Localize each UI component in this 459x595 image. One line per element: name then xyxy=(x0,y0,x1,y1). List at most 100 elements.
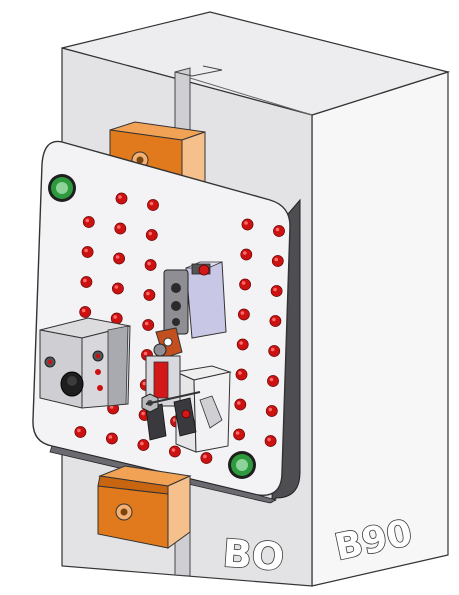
v-block-hole-low-icon xyxy=(97,385,103,391)
plate-hole-icon xyxy=(143,289,156,301)
green-pin-top-left-icon xyxy=(48,174,76,202)
v-block-hole-right-icon xyxy=(95,353,101,359)
plate-hole-highlight xyxy=(275,227,280,232)
plate-hole-icon xyxy=(241,218,254,231)
clamp-slider-window xyxy=(153,361,169,399)
plate-hole-icon xyxy=(237,308,250,321)
plate-hole-icon xyxy=(82,216,95,228)
plate-hole-highlight xyxy=(267,437,271,442)
upper-bracket-assembly xyxy=(163,261,227,339)
plate-hole-icon xyxy=(137,439,150,451)
plate-hole-icon xyxy=(112,282,124,295)
plate-hole-icon xyxy=(79,306,92,318)
plate-hole-highlight xyxy=(108,435,113,439)
plate-hole-highlight xyxy=(149,201,154,206)
v-block-assembly xyxy=(39,317,131,409)
plate-hole-highlight xyxy=(272,317,276,322)
plate-hole-icon xyxy=(239,278,251,291)
plate-hole-icon xyxy=(80,276,93,288)
plate-hole-icon xyxy=(270,285,283,297)
green-pin-bottom-right-icon xyxy=(228,451,256,479)
plate-hole-icon xyxy=(106,432,118,445)
plate-hole-icon xyxy=(265,405,278,417)
plate-hole-highlight xyxy=(269,377,274,382)
plate-hole-icon xyxy=(74,426,87,438)
bracket-screw-bottom-icon xyxy=(171,301,181,311)
plate-hole-highlight xyxy=(273,287,277,292)
plate-hole-highlight xyxy=(274,257,279,262)
plate-hole-highlight xyxy=(77,428,81,433)
base-block-slot-top xyxy=(174,65,223,77)
swing-clamp-assembly xyxy=(141,327,232,453)
plate-hole-icon xyxy=(264,435,277,447)
plate-hole-highlight xyxy=(144,321,149,326)
plate-hole-highlight xyxy=(141,411,145,416)
plate-hole-icon xyxy=(113,252,125,265)
bracket-screw-low-icon xyxy=(172,318,180,326)
plate-hole-highlight xyxy=(239,341,243,345)
plate-hole-icon xyxy=(271,255,284,267)
plate-hole-highlight xyxy=(203,454,207,459)
plate-hole-highlight xyxy=(140,441,144,446)
plate-hole-highlight xyxy=(270,347,275,352)
plate-hole-icon xyxy=(267,375,279,387)
plate-hole-icon xyxy=(236,338,249,351)
plate-hole-highlight xyxy=(244,221,248,225)
plate-hole-icon xyxy=(269,315,282,327)
plate-hole-icon xyxy=(81,246,94,258)
bottom-clamp-side-face xyxy=(167,475,191,549)
plate-hole-icon xyxy=(273,225,285,237)
clamp-pivot-icon xyxy=(163,337,173,347)
plate-hole-highlight xyxy=(114,285,119,289)
plate-hole-highlight xyxy=(84,248,88,253)
plate-hole-icon xyxy=(268,345,281,357)
plate-hole-highlight xyxy=(235,431,240,435)
front-engraving: BO xyxy=(221,531,285,579)
plate-hole-icon xyxy=(168,445,181,458)
hole-grid xyxy=(74,192,285,464)
locating-pin-tip-icon xyxy=(67,376,77,386)
plate-hole-icon xyxy=(144,259,157,271)
v-block-front-face xyxy=(39,329,83,409)
base-block-side-face xyxy=(311,71,449,587)
bottom-clamp-bolt-socket-icon xyxy=(120,508,128,516)
plate-hole-icon xyxy=(235,368,248,381)
plate-hole-highlight xyxy=(117,225,121,229)
v-block-hole-mid-icon xyxy=(95,369,101,375)
plate-hole-highlight xyxy=(241,281,246,285)
bottom-clamp xyxy=(97,465,192,549)
plate-hole-highlight xyxy=(146,291,150,296)
plate-hole-highlight xyxy=(238,371,242,375)
plate-hole-icon xyxy=(114,222,127,235)
plate-hole-highlight xyxy=(171,448,176,452)
plate-hole-highlight xyxy=(118,195,122,199)
plate-hole-highlight xyxy=(148,231,153,236)
plate-hole-highlight xyxy=(237,401,241,405)
plate-hole-highlight xyxy=(268,407,273,412)
plate-hole-highlight xyxy=(113,315,117,319)
plate-hole-highlight xyxy=(83,278,87,283)
clamp-top-knob-icon xyxy=(153,343,167,357)
plate-hole-highlight xyxy=(143,351,148,356)
v-block-side-face xyxy=(107,325,129,407)
plate-hole-highlight xyxy=(243,251,247,255)
v-block-hole-left-icon xyxy=(47,359,53,365)
plate-hole-highlight xyxy=(147,261,151,266)
plate-hole-icon xyxy=(240,248,253,261)
clamp-notch xyxy=(199,395,223,429)
plate-hole-highlight xyxy=(81,308,86,313)
clamp-jaw-screw-icon xyxy=(181,409,191,419)
plate-hole-icon xyxy=(233,428,245,441)
plate-hole-highlight xyxy=(142,381,147,386)
plate-hole-icon xyxy=(142,319,155,331)
plate-hole-icon xyxy=(115,192,128,205)
plate-hole-icon xyxy=(145,229,158,241)
plate-hole-icon xyxy=(147,199,159,211)
bracket-red-pin-icon xyxy=(198,264,210,276)
top-clamp-bolt-socket-icon xyxy=(136,156,144,164)
plate-hole-highlight xyxy=(240,311,245,315)
plate-hole-highlight xyxy=(115,255,120,259)
bracket-screw-top-icon xyxy=(171,283,181,293)
clamp-rod xyxy=(145,391,201,405)
